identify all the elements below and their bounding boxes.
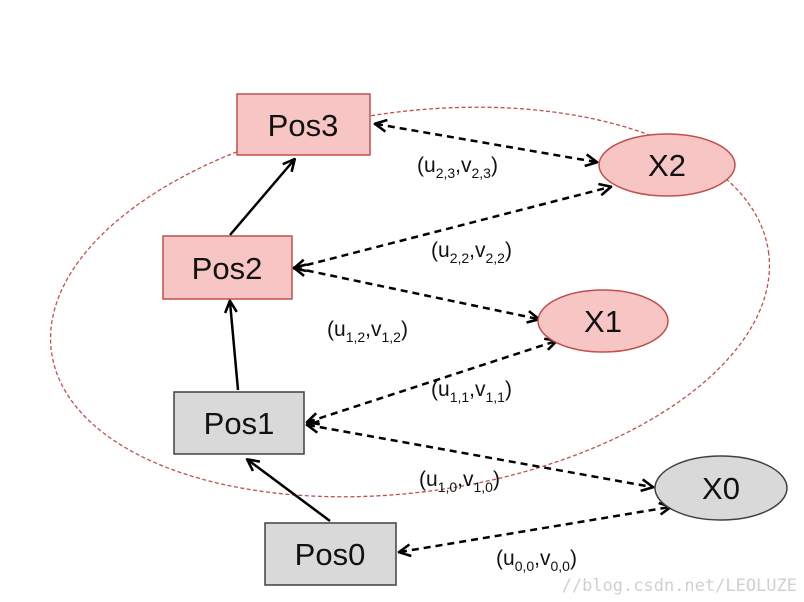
edge-label-u00: (u0,0,v0,0) xyxy=(496,547,577,574)
node-pos1[interactable]: Pos1 xyxy=(173,391,305,455)
edge-pos0-pos1 xyxy=(248,460,331,523)
edge-label-u22: (u2,2,v2,2) xyxy=(431,239,512,266)
node-x1[interactable]: X1 xyxy=(537,289,669,353)
edge-pos2-x2 xyxy=(295,187,610,268)
node-x2-label: X2 xyxy=(648,148,686,183)
edge-pos2-pos3 xyxy=(229,160,294,236)
node-pos2[interactable]: Pos2 xyxy=(162,235,293,300)
edge-pos3-x2 xyxy=(376,124,596,162)
edge-label-u11: (u1,1,v1,1) xyxy=(431,378,512,405)
node-pos3[interactable]: Pos3 xyxy=(236,93,371,156)
edge-pos0-x0 xyxy=(400,507,670,552)
node-x1-label: X1 xyxy=(584,304,622,339)
node-pos0-label: Pos0 xyxy=(295,537,366,572)
edge-label-u23: (u2,3,v2,3) xyxy=(417,154,498,181)
node-pos1-label: Pos1 xyxy=(204,406,275,441)
node-x0-label: X0 xyxy=(702,471,740,506)
edge-label-u10: (u1,0,v1,0) xyxy=(419,468,500,495)
watermark: //blog.csdn.net/LEOLUZE xyxy=(562,576,797,596)
node-pos2-label: Pos2 xyxy=(192,251,263,286)
edge-pos1-pos2 xyxy=(230,302,240,391)
edge-pos1-x0 xyxy=(308,425,652,487)
edge-pos2-x1 xyxy=(295,268,538,319)
node-pos0[interactable]: Pos0 xyxy=(264,522,397,586)
edge-pos1-x1 xyxy=(308,341,556,422)
node-x0[interactable]: X0 xyxy=(654,455,788,521)
node-pos3-label: Pos3 xyxy=(268,108,339,143)
edge-label-u12: (u1,2,v1,2) xyxy=(327,318,408,345)
node-x2[interactable]: X2 xyxy=(598,133,736,197)
